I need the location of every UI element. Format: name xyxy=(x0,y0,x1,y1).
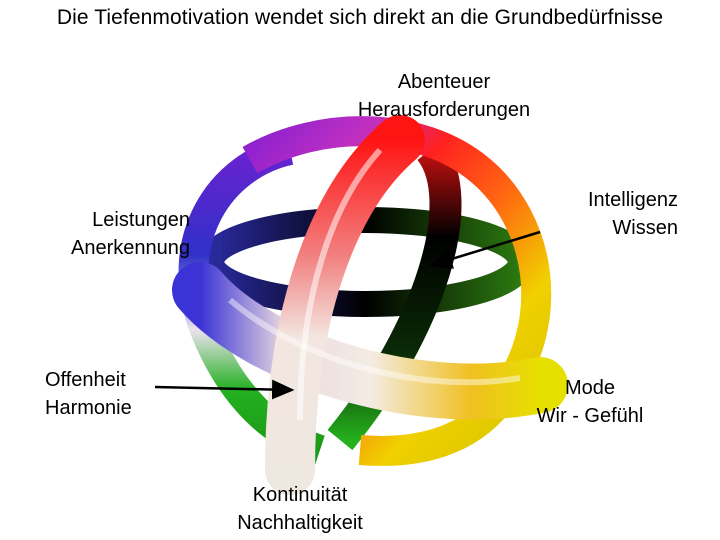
label-bottom-left: Offenheit Harmonie xyxy=(45,366,185,422)
pointer-intelligenz xyxy=(429,230,541,269)
outer-ring-right xyxy=(242,116,552,466)
label-bottom-right: Mode Wir - Gefühl xyxy=(510,374,670,430)
label-top-line1: Abenteuer xyxy=(397,71,491,93)
label-top-right: Intelligenz Wissen xyxy=(520,186,678,242)
back-ring xyxy=(198,207,534,317)
front-equator-band xyxy=(172,262,568,420)
page-title: Die Tiefenmotivation wendet sich direkt … xyxy=(56,6,664,29)
meridian-highlight xyxy=(297,147,383,421)
label-top-line2: Herausforderungen xyxy=(357,99,531,121)
label-top: Abenteuer Herausforderungen xyxy=(334,68,554,124)
label-bottom-right-line2: Wir - Gefühl xyxy=(536,405,644,427)
label-left: Leistungen Anerkennung xyxy=(20,206,190,262)
label-top-right-line1: Intelligenz xyxy=(587,189,678,211)
label-bottom-line2: Nachhaltigkeit xyxy=(237,512,363,534)
label-top-right-line2: Wissen xyxy=(612,217,678,239)
equator-highlight xyxy=(228,297,521,386)
label-left-line2: Anerkennung xyxy=(71,237,190,259)
label-bottom: Kontinuität Nachhaltigkeit xyxy=(200,481,400,537)
pointer-offenheit xyxy=(154,379,295,400)
label-bottom-line1: Kontinuität xyxy=(252,484,348,506)
label-bottom-left-line2: Harmonie xyxy=(45,397,132,419)
label-bottom-right-line1: Mode xyxy=(564,377,616,399)
label-bottom-left-line1: Offenheit xyxy=(45,369,126,391)
label-left-line1: Leistungen xyxy=(92,209,190,231)
